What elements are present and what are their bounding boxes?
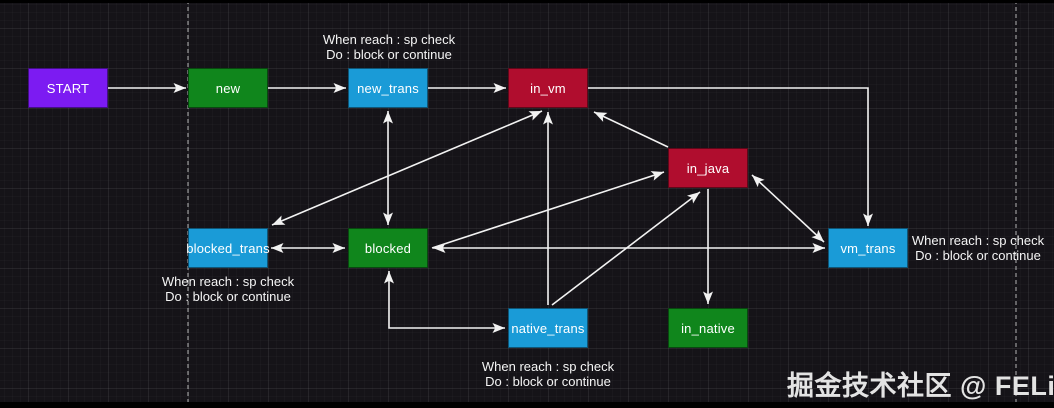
note-line-1: When reach : sp check xyxy=(481,359,615,374)
node-in_java[interactable]: in_java xyxy=(668,148,748,188)
node-blocked[interactable]: blocked xyxy=(348,228,428,268)
node-label-new: new xyxy=(215,80,241,96)
edge-native_trans-to-in_java xyxy=(551,191,701,306)
node-label-native_trans: native_trans xyxy=(511,320,585,336)
bottom-border-strip xyxy=(0,402,1054,408)
note-line-1: When reach : sp check xyxy=(911,233,1045,248)
node-start[interactable]: START xyxy=(28,68,108,108)
node-blocked_trans[interactable]: blocked_trans xyxy=(186,228,270,268)
node-native_trans[interactable]: native_trans xyxy=(508,308,588,348)
node-label-in_native: in_native xyxy=(681,320,735,336)
note-line-2: Do : block or continue xyxy=(326,47,452,62)
note-line-2: Do : block or continue xyxy=(165,289,291,304)
node-label-blocked_trans: blocked_trans xyxy=(186,240,270,256)
node-label-new_trans: new_trans xyxy=(357,80,419,96)
node-label-vm_trans: vm_trans xyxy=(840,240,896,256)
guide-lines xyxy=(187,0,1017,408)
note-line-2: Do : block or continue xyxy=(915,248,1041,263)
edge-blocked-to-native_trans xyxy=(384,271,505,333)
node-in_vm[interactable]: in_vm xyxy=(508,68,588,108)
node-label-in_vm: in_vm xyxy=(530,80,566,96)
edge-in_java-to-in_vm xyxy=(593,111,669,148)
note-line-1: When reach : sp check xyxy=(161,274,295,289)
watermark-text: 掘金技术社区 @ FELiX xyxy=(787,371,1054,401)
edge-in_java-to-vm_trans xyxy=(751,174,825,243)
node-vm_trans[interactable]: vm_trans xyxy=(828,228,908,268)
top-border-strip xyxy=(0,0,1054,3)
node-label-in_java: in_java xyxy=(686,160,730,176)
node-label-blocked: blocked xyxy=(364,240,412,256)
edge-in_vm-to-vm_trans xyxy=(588,87,873,226)
note-line-1: When reach : sp check xyxy=(322,32,456,47)
node-in_native[interactable]: in_native xyxy=(668,308,748,348)
node-label-start: START xyxy=(46,80,90,96)
edge-blocked-to-in_java xyxy=(431,171,665,249)
node-new_trans[interactable]: new_trans xyxy=(348,68,428,108)
edge-blocked_trans-to-in_vm xyxy=(271,110,543,226)
arrow-connectors xyxy=(108,83,873,333)
note-line-2: Do : block or continue xyxy=(485,374,611,389)
node-new[interactable]: new xyxy=(188,68,268,108)
